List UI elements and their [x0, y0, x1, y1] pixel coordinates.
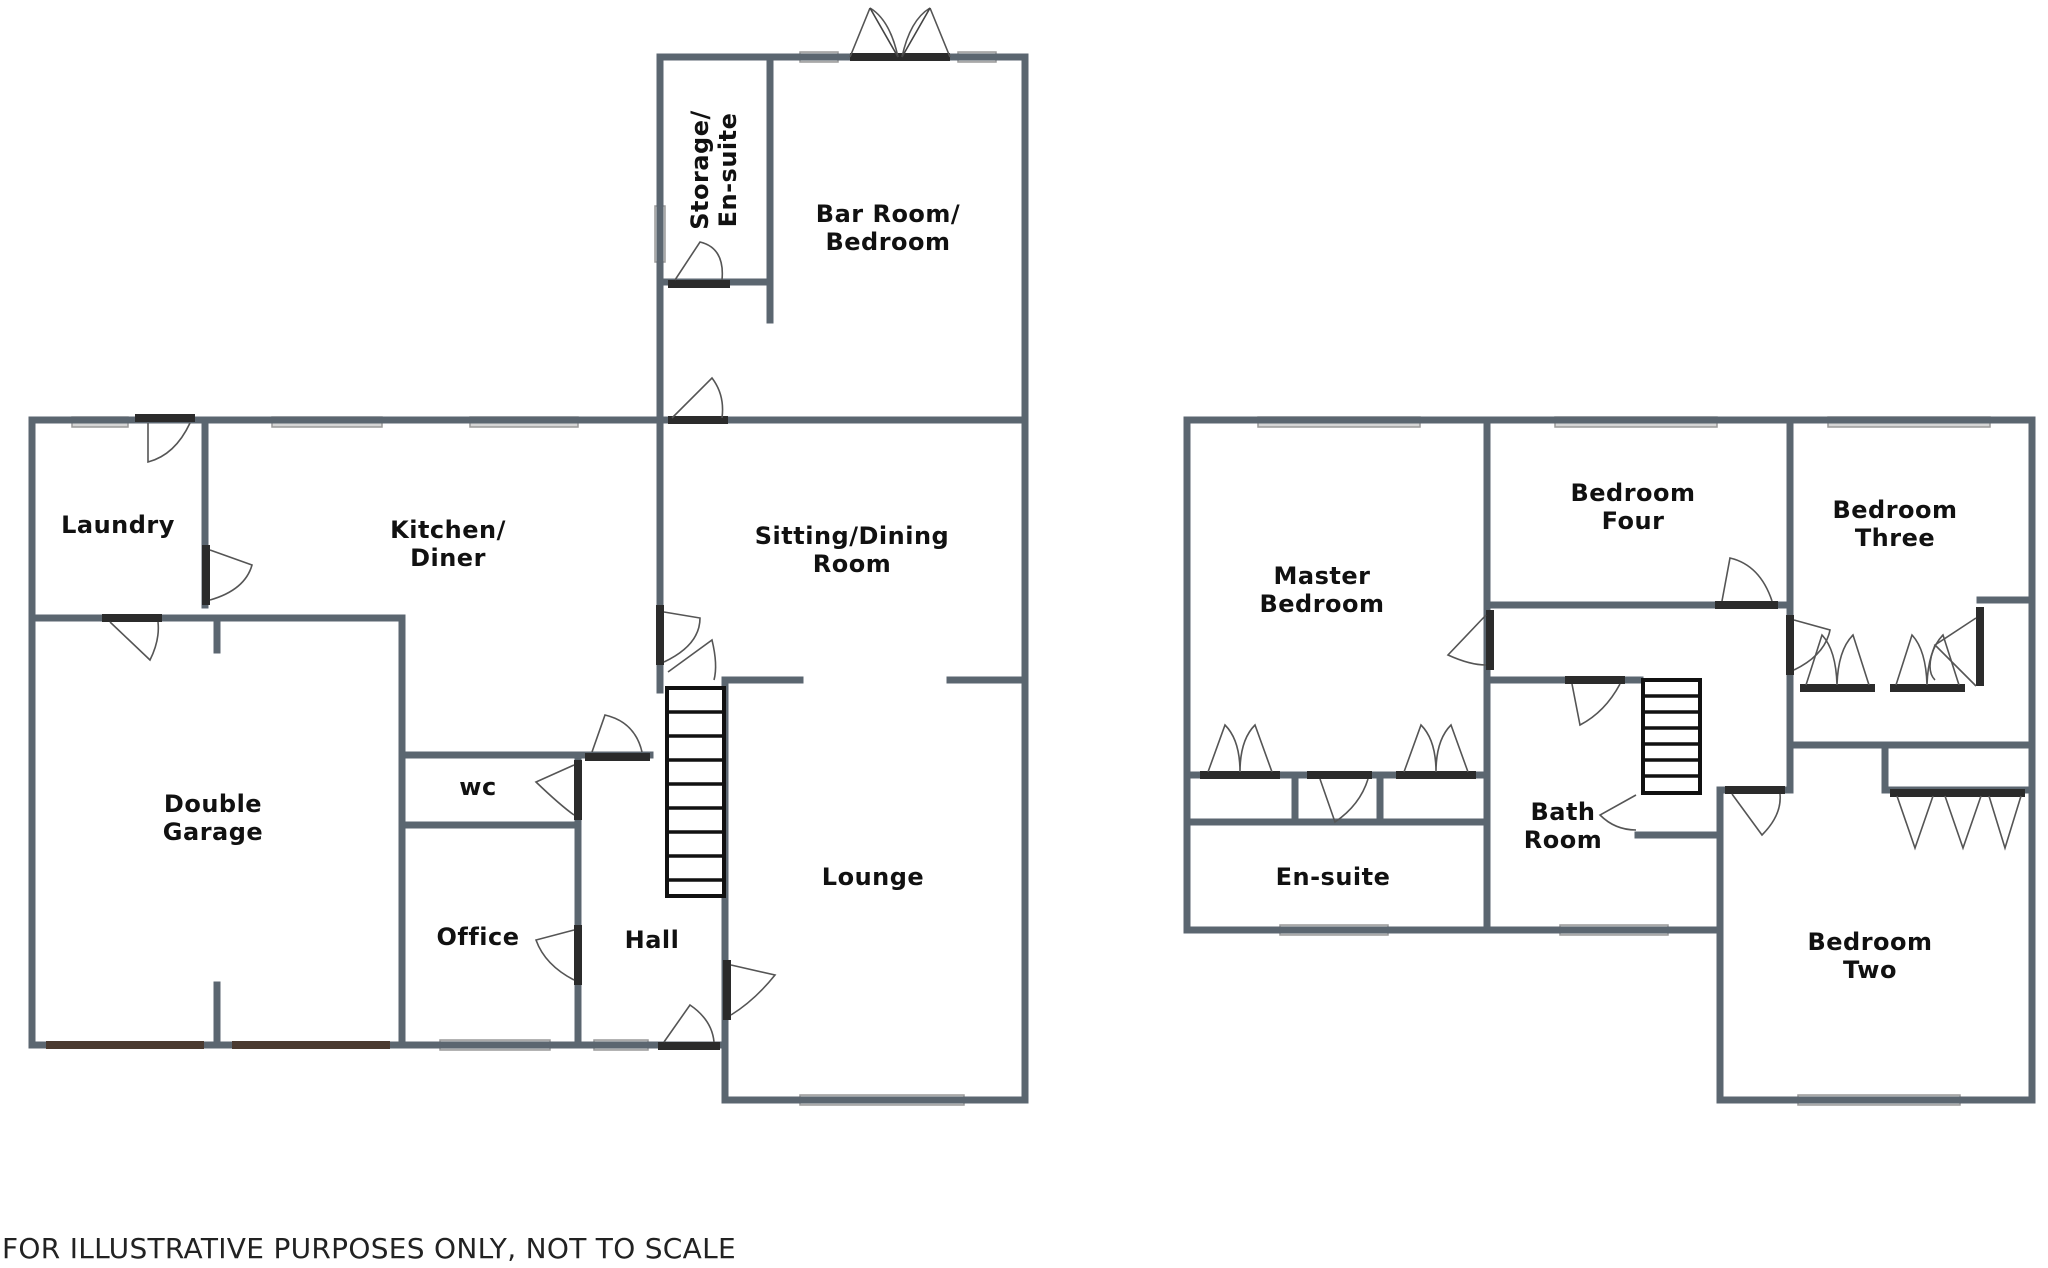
room-label-bedroom-four-line1: Bedroom — [1570, 479, 1695, 507]
room-label-laundry: Laundry — [61, 511, 175, 539]
room-label-ensuite: En-suite — [1276, 863, 1391, 891]
room-label-garage-line1: Double — [164, 790, 262, 818]
first-floor-doors — [1200, 557, 2025, 851]
ground-floor-labels: Laundry Kitchen/ Diner Storage/ En-suite… — [61, 110, 960, 954]
room-label-office: Office — [436, 923, 519, 951]
room-label-sitting-line1: Sitting/Dining — [755, 522, 949, 550]
room-label-bedroom-two-line2: Two — [1843, 956, 1897, 984]
ground-floor-plan: Laundry Kitchen/ Diner Storage/ En-suite… — [28, 7, 1029, 1106]
ground-floor-stairs — [665, 686, 726, 898]
room-label-wc: wc — [459, 773, 496, 801]
room-label-master-line1: Master — [1274, 562, 1371, 590]
disclaimer-text: FOR ILLUSTRATIVE PURPOSES ONLY, NOT TO S… — [2, 1232, 737, 1265]
room-label-hall: Hall — [625, 926, 680, 954]
room-label-bar-line2: Bedroom — [825, 228, 950, 256]
room-label-bedroom-two-line1: Bedroom — [1807, 928, 1932, 956]
room-label-kitchen-line1: Kitchen/ — [390, 516, 506, 544]
first-floor-labels: Master Bedroom Bedroom Four Bedroom Thre… — [1259, 479, 1957, 984]
room-label-garage-line2: Garage — [163, 818, 263, 846]
room-label-bathroom-line1: Bath — [1530, 798, 1595, 826]
first-floor-plan: Master Bedroom Bedroom Four Bedroom Thre… — [1183, 416, 2036, 1106]
ground-floor-doors — [46, 7, 951, 1050]
room-label-storage-line1: Storage/ — [686, 110, 714, 230]
first-floor-stairs — [1641, 678, 1702, 795]
room-label-bedroom-three-line2: Three — [1855, 524, 1935, 552]
room-label-bathroom-line2: Room — [1524, 826, 1602, 854]
room-label-bedroom-three-line1: Bedroom — [1832, 496, 1957, 524]
room-label-storage-line2: En-suite — [714, 113, 742, 228]
room-label-kitchen-line2: Diner — [410, 544, 486, 572]
room-label-lounge: Lounge — [822, 863, 924, 891]
room-label-sitting-line2: Room — [813, 550, 891, 578]
room-label-bar-line1: Bar Room/ — [816, 200, 960, 228]
room-label-bedroom-four-line2: Four — [1602, 507, 1665, 535]
room-label-master-line2: Bedroom — [1259, 590, 1384, 618]
